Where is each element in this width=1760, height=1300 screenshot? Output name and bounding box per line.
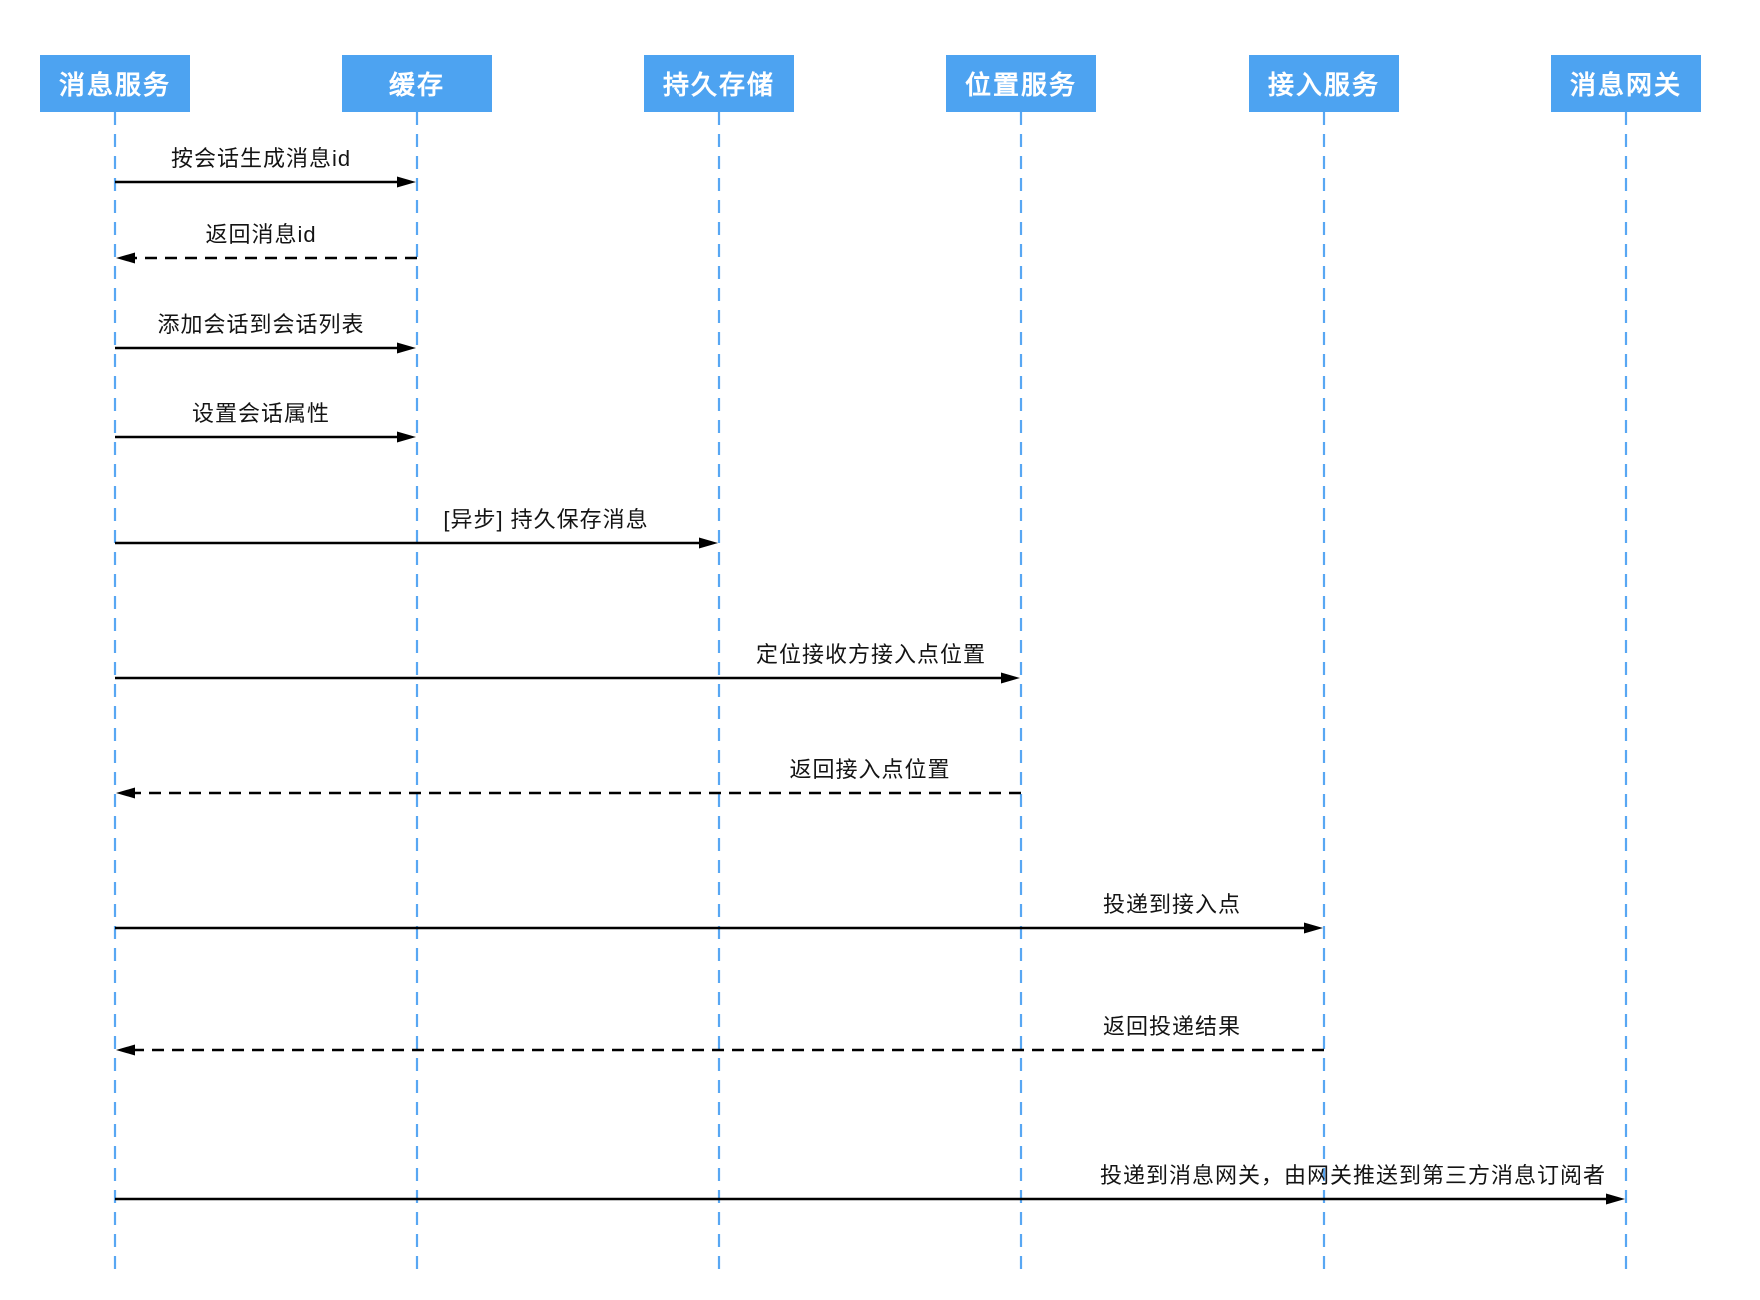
participant-label: 位置服务	[964, 70, 1077, 100]
message-arrowhead-4	[699, 537, 718, 549]
message-label-8: 返回投递结果	[1102, 1014, 1242, 1039]
participant-label: 接入服务	[1267, 70, 1380, 100]
message-label-9: 投递到消息网关，由网关推送到第三方消息订阅者	[1099, 1163, 1607, 1188]
participant-label: 消息服务	[58, 70, 171, 100]
message-label-1: 返回消息id	[205, 222, 317, 247]
message-label-2: 添加会话到会话列表	[157, 312, 365, 337]
participant-label: 缓存	[388, 70, 445, 100]
message-arrowhead-6	[116, 787, 135, 799]
message-label-4: [异步] 持久保存消息	[443, 507, 649, 532]
message-arrowhead-0	[397, 176, 416, 188]
participant-box-3: 位置服务	[946, 55, 1096, 112]
message-arrowhead-3	[397, 431, 416, 443]
message-arrowhead-8	[116, 1044, 135, 1056]
participant-label: 消息网关	[1569, 70, 1682, 100]
participant-box-0: 消息服务	[40, 55, 190, 112]
message-label-0: 按会话生成消息id	[170, 146, 352, 171]
participant-label: 持久存储	[662, 70, 775, 100]
message-arrowhead-1	[116, 252, 135, 264]
message-arrowhead-7	[1304, 922, 1323, 934]
participant-box-4: 接入服务	[1249, 55, 1399, 112]
message-label-7: 投递到接入点	[1102, 892, 1242, 917]
message-label-6: 返回接入点位置	[789, 757, 951, 782]
message-arrowhead-2	[397, 342, 416, 354]
message-label-3: 设置会话属性	[191, 401, 331, 426]
message-arrowhead-5	[1001, 672, 1020, 684]
message-arrowhead-9	[1606, 1193, 1625, 1205]
participant-box-1: 缓存	[342, 55, 492, 112]
message-label-5: 定位接收方接入点位置	[755, 642, 987, 667]
participant-box-5: 消息网关	[1551, 55, 1701, 112]
participant-box-2: 持久存储	[644, 55, 794, 112]
